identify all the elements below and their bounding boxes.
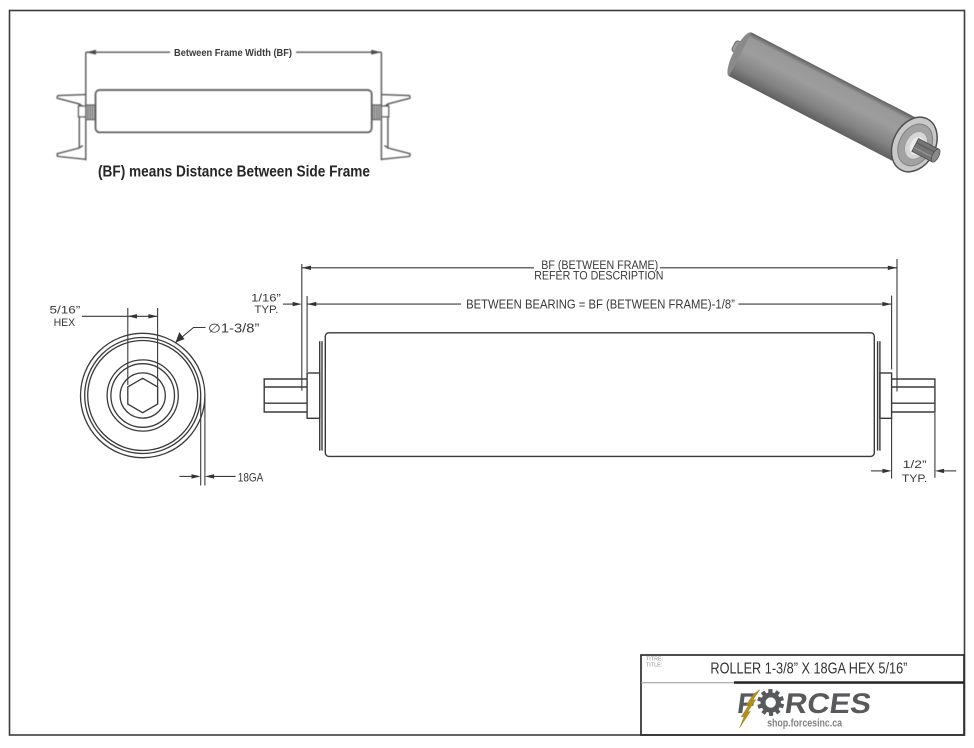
svg-text:TITRE:: TITRE:: [646, 657, 663, 663]
svg-text:TYP.: TYP.: [902, 473, 927, 485]
svg-text:TITLE:: TITLE:: [646, 662, 662, 668]
svg-text:shop.forcesinc.ca: shop.forcesinc.ca: [767, 718, 843, 730]
svg-text:BF (BETWEEN FRAME): BF (BETWEEN FRAME): [541, 260, 658, 272]
svg-text:18GA: 18GA: [238, 471, 264, 485]
svg-text:Between Frame Width (BF): Between Frame Width (BF): [174, 47, 292, 59]
svg-text:∅1-3/8”: ∅1-3/8”: [208, 322, 259, 336]
svg-text:REFER TO DESCRIPTION: REFER TO DESCRIPTION: [534, 271, 663, 283]
svg-text:BETWEEN BEARING = BF (BETWEEN: BETWEEN BEARING = BF (BETWEEN FRAME)-1/8…: [466, 296, 735, 311]
svg-text:F: F: [735, 688, 757, 720]
svg-text:1/16”: 1/16”: [251, 293, 281, 305]
svg-text:HEX: HEX: [54, 317, 76, 329]
svg-text:(BF) means Distance Between Si: (BF) means Distance Between Side Frame: [98, 164, 370, 181]
svg-text:5/16”: 5/16”: [50, 305, 81, 317]
svg-text:1/2”: 1/2”: [903, 459, 927, 471]
svg-text:RCES: RCES: [783, 688, 873, 720]
svg-text:TYP.: TYP.: [254, 304, 278, 316]
svg-text:ROLLER 1-3/8” X 18GA HEX 5/16”: ROLLER 1-3/8” X 18GA HEX 5/16”: [710, 660, 907, 677]
